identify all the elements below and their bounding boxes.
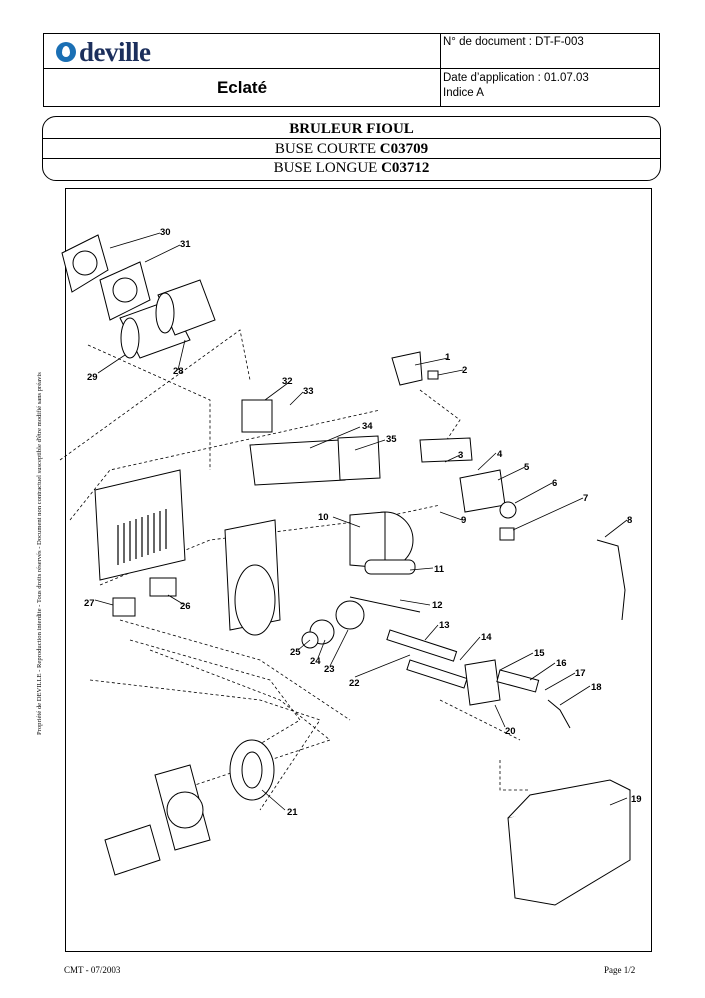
application-date: Date d’application : 01.07.03	[443, 72, 589, 84]
callout-12: 12	[432, 600, 443, 611]
part-8-rod	[596, 539, 626, 621]
part-1-cap	[391, 351, 423, 386]
part-6-coil	[499, 501, 517, 519]
part-13-tube	[386, 629, 458, 662]
callout-22: 22	[349, 678, 360, 689]
short-nozzle-label: BUSE COURTE	[274, 141, 380, 157]
part-number-labels: 1 2 3 4 5 6 7 8 9 10 11 12 13 14 15 16 1…	[84, 227, 642, 818]
part-11-capacitor	[364, 559, 416, 575]
callout-24: 24	[310, 656, 321, 667]
part-29-end	[120, 317, 140, 359]
water-drop-icon	[56, 42, 76, 62]
part-23-disc	[335, 600, 365, 630]
part-27-box	[112, 597, 136, 617]
callout-6: 6	[552, 478, 557, 489]
callout-30: 30	[160, 227, 171, 238]
callout-5: 5	[524, 462, 530, 473]
louvre-stripes	[117, 509, 167, 565]
callout-14: 14	[481, 632, 492, 643]
company-logo: deville	[56, 36, 151, 67]
part-35-bracket	[337, 435, 381, 481]
callout-19: 19	[631, 794, 642, 805]
callout-17: 17	[575, 668, 586, 679]
document-title: Eclaté	[216, 77, 268, 97]
callout-15: 15	[534, 648, 545, 659]
callout-18: 18	[591, 682, 602, 693]
part-18-hook	[547, 699, 571, 729]
header-divider-horizontal	[44, 68, 659, 69]
callout-26: 26	[180, 601, 191, 612]
callout-9: 9	[461, 515, 466, 526]
logo-text: deville	[79, 36, 151, 67]
application-date-block: Date d’application : 01.07.03 Indice A	[443, 71, 589, 101]
callout-21: 21	[287, 807, 298, 818]
callout-11: 11	[434, 564, 445, 575]
callout-29: 29	[87, 372, 98, 383]
callout-3: 3	[458, 450, 463, 461]
callout-34: 34	[362, 421, 373, 432]
fan-housing-outlet	[166, 791, 204, 829]
long-nozzle-code: C03712	[381, 160, 430, 176]
part-22-tube	[406, 659, 468, 689]
callout-27: 27	[84, 598, 95, 609]
part-3-pipe	[419, 437, 473, 463]
callout-28: 28	[173, 366, 184, 377]
callout-33: 33	[303, 386, 314, 397]
part-2-fitting	[427, 370, 439, 380]
callout-16: 16	[556, 658, 567, 669]
footer-revision: CMT - 07/2003	[64, 965, 121, 975]
part-7-connector	[499, 527, 515, 541]
document-number: N° de document : DT-F-003	[443, 36, 584, 48]
short-nozzle-code: C03709	[379, 141, 429, 157]
callout-1: 1	[445, 352, 451, 363]
part-32-transformer	[241, 399, 273, 433]
part-34-bracket	[249, 439, 346, 486]
component-shapes	[61, 234, 631, 906]
part-15-plate	[464, 659, 501, 706]
callout-8: 8	[627, 515, 632, 526]
callout-32: 32	[282, 376, 293, 387]
part-31-hole	[112, 277, 138, 303]
callout-10: 10	[318, 512, 329, 523]
callout-20: 20	[505, 726, 516, 737]
title-separator	[43, 138, 660, 139]
part-12-electrode	[349, 596, 421, 613]
callout-4: 4	[497, 449, 503, 460]
title-separator	[43, 158, 660, 159]
document-index: Indice A	[443, 87, 484, 99]
callout-35: 35	[386, 434, 397, 445]
leader-lines	[94, 232, 628, 811]
callout-25: 25	[290, 647, 301, 658]
product-title-box: BRULEUR FIOUL BUSE COURTE C03709 BUSE LO…	[42, 116, 661, 181]
mounting-plate	[104, 824, 161, 876]
document-header: deville Eclaté N° de document : DT-F-003…	[43, 33, 660, 107]
part-19-top	[507, 779, 631, 819]
part-26-connector	[149, 577, 177, 597]
part-30-hole	[72, 250, 98, 276]
callout-23: 23	[324, 664, 335, 675]
callout-31: 31	[180, 239, 191, 250]
air-inlet	[234, 564, 276, 636]
callout-7: 7	[583, 493, 588, 504]
part-16-rod	[496, 669, 540, 693]
product-name: BRULEUR FIOUL	[289, 121, 414, 137]
footer-page-number: Page 1/2	[604, 965, 636, 975]
exploded-view-frame	[65, 188, 652, 952]
part-28-end	[155, 292, 175, 334]
short-nozzle-line: BUSE COURTE C03709	[43, 141, 660, 158]
header-divider-vertical	[440, 34, 441, 106]
air-box-panel	[94, 469, 186, 581]
part-5-pump	[459, 469, 506, 513]
long-nozzle-label: BUSE LONGUE	[273, 160, 382, 176]
long-nozzle-line: BUSE LONGUE C03712	[43, 160, 660, 177]
copyright-side-note: Propriété de DEVILLE - Reproduction inte…	[36, 372, 43, 735]
callout-2: 2	[462, 365, 467, 376]
callout-13: 13	[439, 620, 450, 631]
part-21-hub	[241, 751, 263, 789]
